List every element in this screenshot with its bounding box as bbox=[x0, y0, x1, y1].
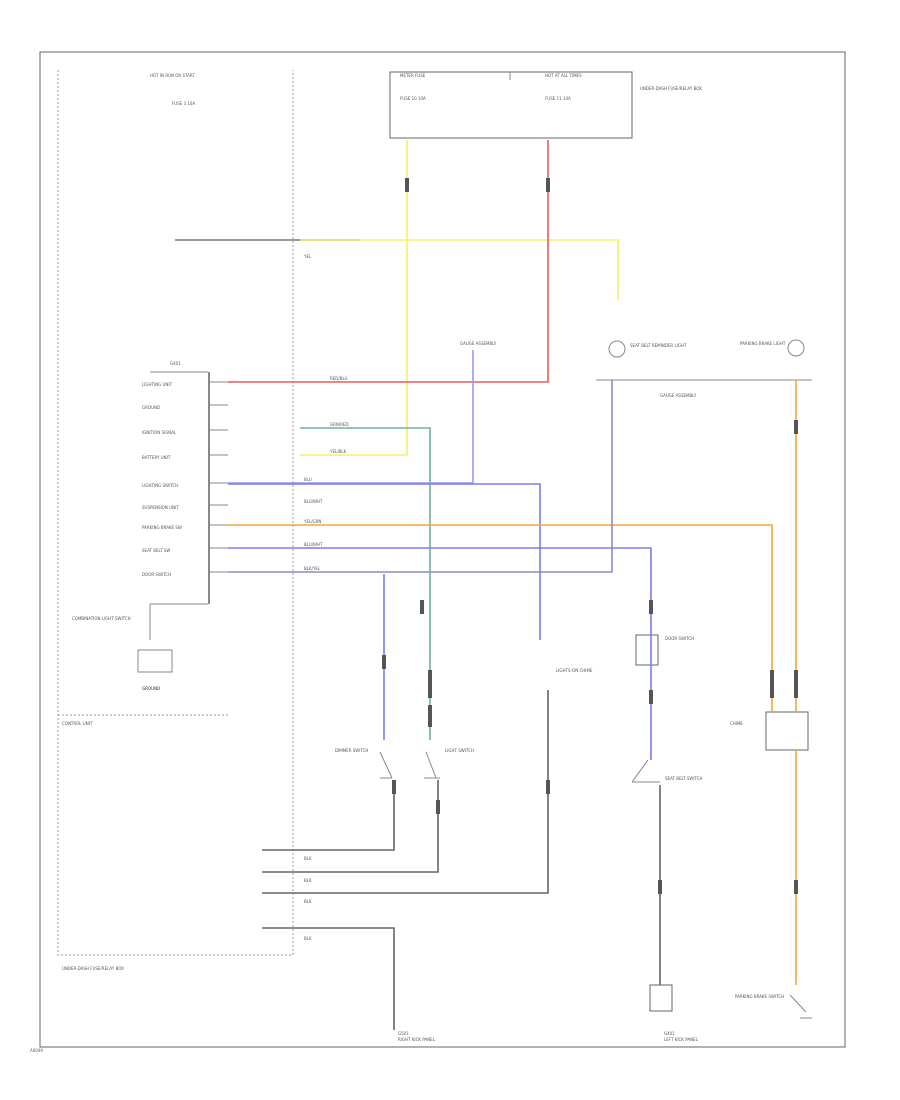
pin-row-4: BATTERY UNIT bbox=[142, 455, 171, 460]
wire-black-4 bbox=[262, 927, 395, 1030]
diagram-frame bbox=[39, 51, 846, 1048]
wire-red bbox=[228, 140, 549, 383]
wire-yellow-top bbox=[300, 239, 619, 300]
yellow-wire-label: YEL bbox=[303, 254, 312, 259]
pin-row-5: LIGHTING SWITCH bbox=[142, 483, 178, 488]
gauge-pin-block-outline bbox=[150, 371, 208, 605]
seat-belt-lamp-icon bbox=[608, 340, 626, 358]
combo-light-note: COMBINATION LIGHT SWITCH bbox=[72, 616, 131, 621]
fuse-right-label: FUSE 11 10A bbox=[545, 96, 571, 101]
seat-belt-switch-icon bbox=[649, 984, 673, 1012]
bottom-wire-4: BLK bbox=[304, 936, 312, 941]
connector-marks bbox=[382, 178, 798, 894]
module-left-label: GAUGE ASSEMBLY bbox=[460, 341, 497, 346]
parking-brake-lamp-icon bbox=[787, 339, 805, 357]
gauge-pin-block bbox=[208, 372, 210, 604]
pin-ticks bbox=[208, 381, 228, 573]
wire-label-r7: YEL/GRN bbox=[303, 519, 321, 524]
wire-label-r3: GRN/RED bbox=[330, 422, 349, 427]
top-fuse-module bbox=[389, 71, 633, 139]
wire-blue-1 bbox=[228, 350, 474, 484]
top-left-header: HOT IN RUN OR START bbox=[150, 73, 195, 78]
pin-row-7: PARKING BRAKE SW bbox=[142, 525, 182, 530]
ground-bottom-2: G401 bbox=[664, 1031, 675, 1036]
fusebox-dashed-outline bbox=[57, 70, 294, 956]
ground-connector bbox=[137, 604, 173, 673]
wire-blue-3 bbox=[228, 547, 652, 760]
bottom-wire-3: BLK bbox=[304, 899, 312, 904]
wire-black-1 bbox=[262, 780, 395, 851]
seatbelt-switch-label: SEAT BELT SWITCH bbox=[665, 776, 703, 781]
parking-switch-label: PARKING BRAKE SWITCH bbox=[735, 994, 784, 999]
wire-label-r1: RED/BLU bbox=[330, 376, 348, 381]
ground-bottom-2-loc: LEFT KICK PANEL bbox=[664, 1037, 699, 1042]
pin-row-3: IGNITION SIGNAL bbox=[142, 430, 177, 435]
meter-fuse-left: METER FUSE bbox=[400, 73, 426, 78]
wire-label-r8: BLU/WHT bbox=[304, 542, 323, 547]
lights-on-chime-box bbox=[635, 634, 659, 666]
door-switch-icon bbox=[631, 759, 660, 783]
gauge-assembly-label: GAUGE ASSEMBLY bbox=[660, 393, 697, 398]
pin-row-8: SEAT BELT SW bbox=[142, 548, 170, 553]
door-switch-label: DOOR SWITCH bbox=[665, 636, 694, 641]
wire-label-r6: BLU/WHT bbox=[304, 499, 323, 504]
pin-row-6: SUSPENSION UNIT bbox=[142, 505, 179, 510]
wire-label-r9: BLK/YEL bbox=[304, 566, 321, 571]
meter-fuse-right: HOT AT ALL TIMES bbox=[545, 73, 582, 78]
chime-box bbox=[765, 711, 809, 751]
wire-label-r5: BLU bbox=[304, 477, 312, 482]
fuse-label: FUSE 3 10A bbox=[172, 101, 195, 106]
wire-black-3 bbox=[262, 690, 549, 894]
wire-label-r4: YEL/BLK bbox=[329, 449, 347, 454]
warn-light-label: SEAT BELT REMINDER LIGHT bbox=[630, 343, 687, 348]
fusebox-bottom-label: UNDER-DASH FUSE/RELAY BOX bbox=[62, 966, 124, 971]
bottom-wire-2: BLK bbox=[304, 878, 312, 883]
light-switch-label: LIGHT SWITCH bbox=[445, 748, 474, 753]
ground-label: G401 bbox=[170, 361, 181, 366]
bottom-wire-1: BLK bbox=[304, 856, 312, 861]
pin-row-9: DOOR SWITCH bbox=[142, 572, 171, 577]
light-switch-icon bbox=[424, 751, 440, 779]
fuse-left-label: FUSE 10 10A bbox=[400, 96, 426, 101]
lights-on-label: LIGHTS-ON CHIME bbox=[556, 668, 593, 673]
wire-blue-2 bbox=[228, 483, 541, 640]
parking-brake-switch-icon bbox=[789, 994, 812, 1019]
pin-row-1: LIGHTING UNIT bbox=[142, 382, 173, 387]
wire-green bbox=[300, 427, 431, 740]
dimmer-switch-label: DIMMER SWITCH bbox=[335, 748, 368, 753]
fusebox-note: UNDER-DASH FUSE/RELAY BOX bbox=[640, 86, 702, 91]
control-unit-label: CONTROL UNIT bbox=[62, 721, 93, 726]
footer-id: A0049 bbox=[30, 1048, 43, 1053]
wire-orange bbox=[228, 524, 773, 712]
dimmer-switch-icon bbox=[379, 751, 393, 779]
wire-yellow-down bbox=[300, 140, 408, 456]
parking-light-label: PARKING BRAKE LIGHT bbox=[740, 341, 786, 346]
ground-box-label: GROUND bbox=[142, 686, 160, 691]
chime-label: CHIME bbox=[730, 721, 743, 726]
ground-bottom-1-loc: RIGHT KICK PANEL bbox=[398, 1037, 436, 1042]
wire-black-2 bbox=[262, 780, 439, 873]
ground-bottom-1: G501 bbox=[398, 1031, 409, 1036]
wire-gray bbox=[228, 380, 613, 573]
pin-row-2: GROUND bbox=[142, 405, 160, 410]
